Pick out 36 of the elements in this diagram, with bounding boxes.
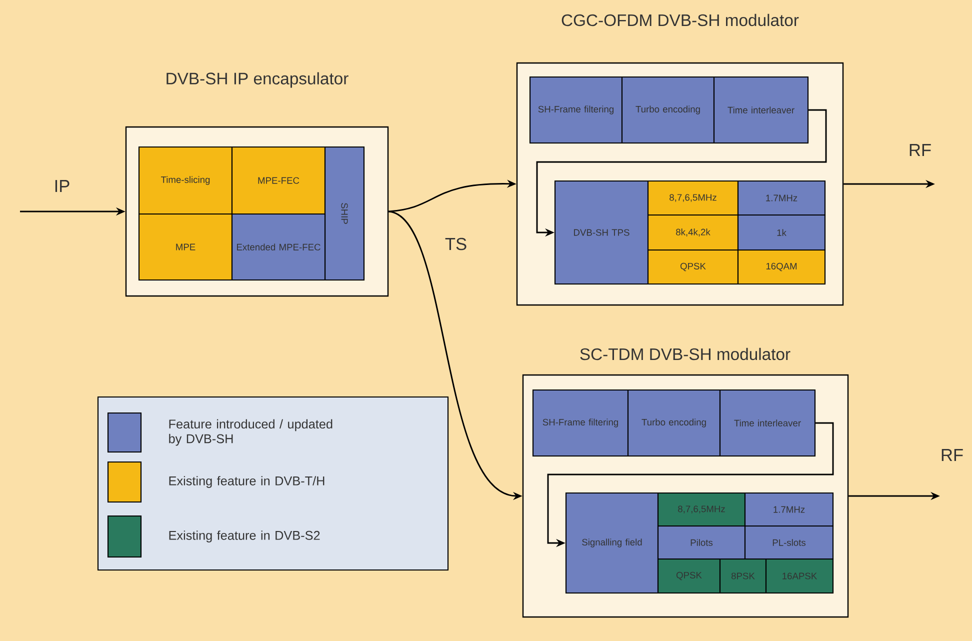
feature-cell: PL-slots (744, 525, 834, 560)
feature-cell: MPE-FEC (231, 146, 326, 215)
feature-cell: QPSK (657, 558, 721, 594)
feature-cell: 16QAM (737, 249, 826, 285)
feature-cell: 8,7,6,5MHz (657, 492, 746, 527)
feature-cell: Pilots (657, 525, 746, 560)
feature-cell: Signalling field (565, 492, 659, 594)
feature-cell: 1.7MHz (737, 180, 826, 216)
feature-cell: Turbo encoding (627, 389, 721, 457)
feature-cell: QPSK (647, 249, 739, 285)
feature-cell: 8,7,6,5MHz (647, 180, 739, 216)
stream-label: TS (445, 238, 466, 250)
module-title: CGC-OFDM DVB-SH modulator (562, 14, 799, 26)
feature-cell: 1k (737, 214, 826, 251)
feature-cell: 8PSK (719, 558, 767, 594)
feature-cell: Time-slicing (138, 146, 233, 215)
feature-cell: SH-Frame filtering (529, 76, 623, 144)
feature-cell: MPE (138, 213, 233, 281)
edge-label: RF (939, 448, 965, 462)
feature-cell: Time interleaver (719, 389, 816, 457)
legend-text: Feature introduced / updated by DVB-SH (169, 419, 332, 446)
legend-text: Existing feature in DVB-T/H (169, 476, 324, 488)
feature-cell: 8k,4k,2k (647, 214, 739, 251)
legend-text: Existing feature in DVB-S2 (169, 530, 320, 542)
feature-cell: 1.7MHz (744, 492, 834, 527)
feature-cell: 16APSK (765, 558, 834, 594)
feature-cell: SHIP (324, 146, 365, 281)
edge-label: RF (907, 142, 933, 158)
edge-label: IP (52, 178, 72, 194)
feature-cell: Turbo encoding (621, 76, 715, 144)
feature-cell: Extended MPE-FEC (231, 213, 326, 281)
feature-cell: DVB-SH TPS (554, 180, 649, 285)
feature-cell: Time interleaver (713, 76, 809, 144)
feature-cell: SH-Frame filtering (532, 389, 629, 457)
module-title: DVB-SH IP encapsulator (166, 72, 348, 88)
module-title: SC-TDM DVB-SH modulator (580, 348, 790, 360)
